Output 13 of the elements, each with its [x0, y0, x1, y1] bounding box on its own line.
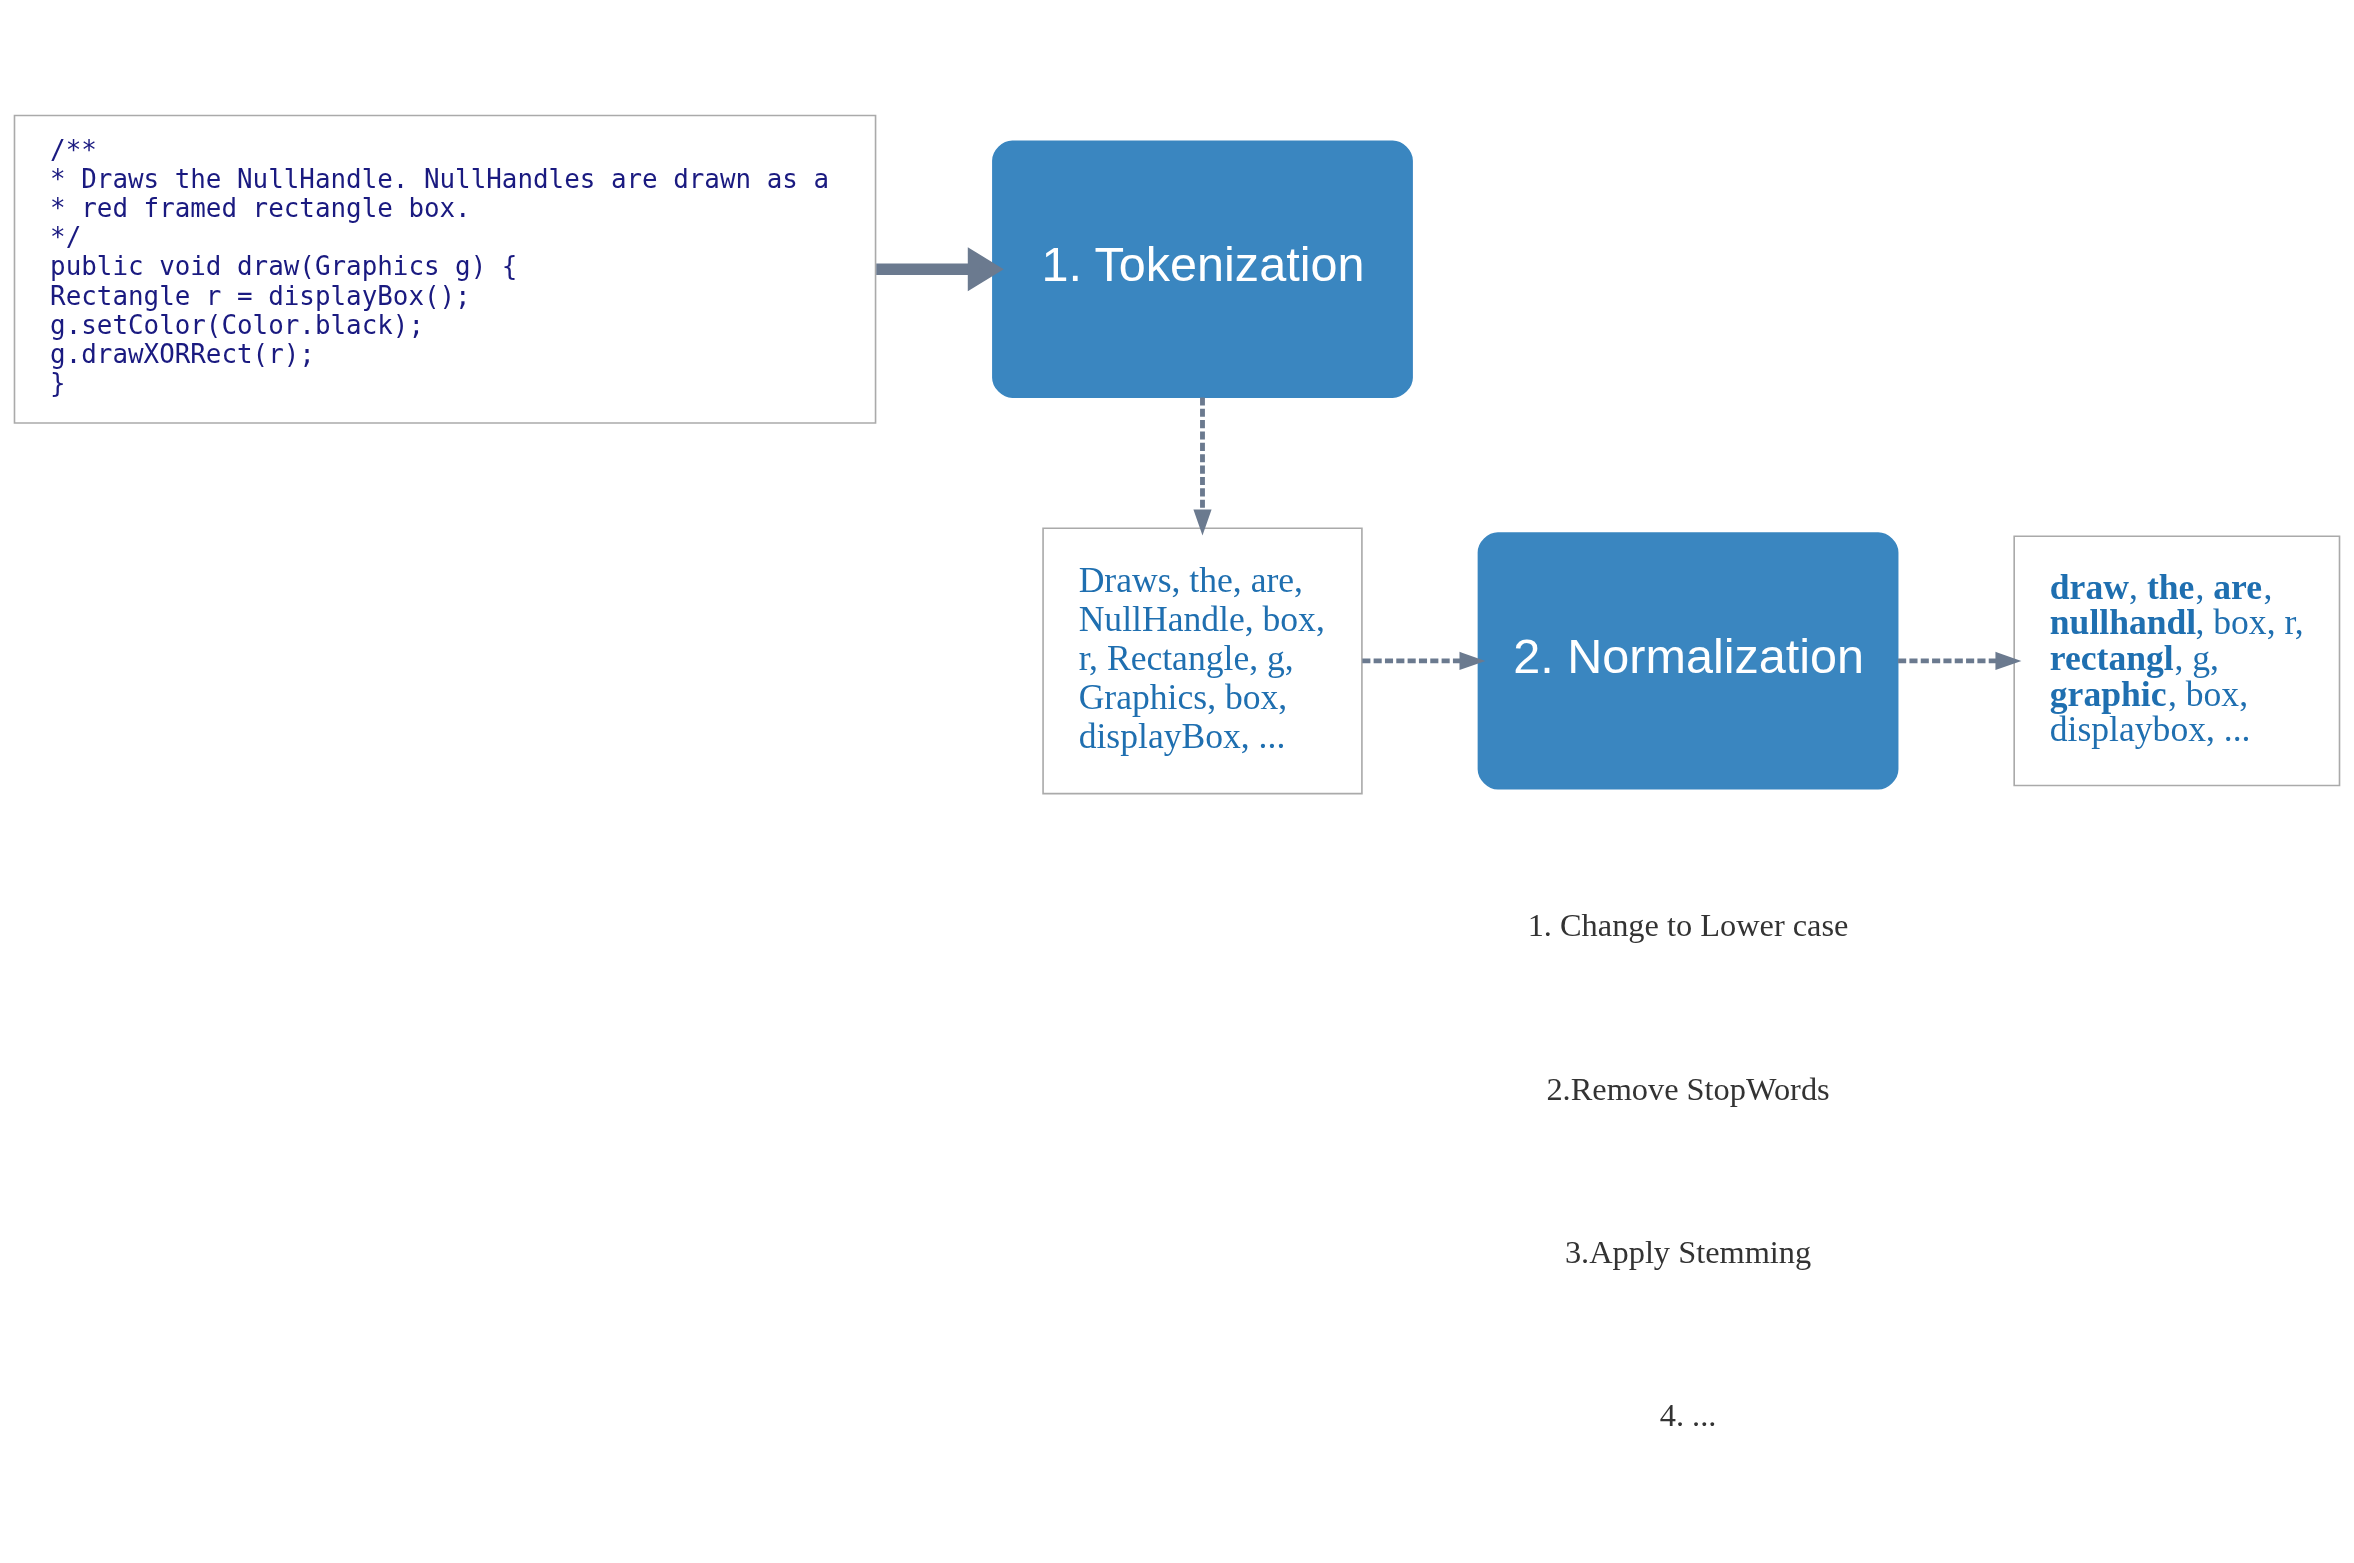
node-box: Draws, the, are, NullHandle, box, r, Rectangle, g, Graphics, box, displayBox, ... — [1042, 527, 1363, 795]
label: 3.Apply Stemming — [1564, 1234, 1812, 1271]
label: 4. ... — [1659, 1397, 1717, 1434]
arrow — [1193, 397, 1212, 536]
label: 1. Change to Lower case — [1527, 907, 1849, 944]
node-box: draw, the, are, nullhandl, box, r, rectangl, g, graphic, box, displaybox, ... — [2013, 535, 2341, 787]
arrow — [1362, 651, 1486, 670]
label: 2.Remove StopWords — [1546, 1070, 1830, 1107]
arrow — [876, 247, 1004, 292]
node-box: 1. Tokenization — [992, 140, 1413, 398]
arrow — [1898, 651, 2022, 670]
node-box: 2. Normalization — [1477, 532, 1899, 790]
node-box: /** * Draws the NullHandle. NullHandles are drawn as a * red framed rectangle box. */ public void draw(Graphics g) { Rectangle r = displayBox(); g.setColor(Color.black); g.drawXORRect(r); } — [13, 114, 877, 424]
